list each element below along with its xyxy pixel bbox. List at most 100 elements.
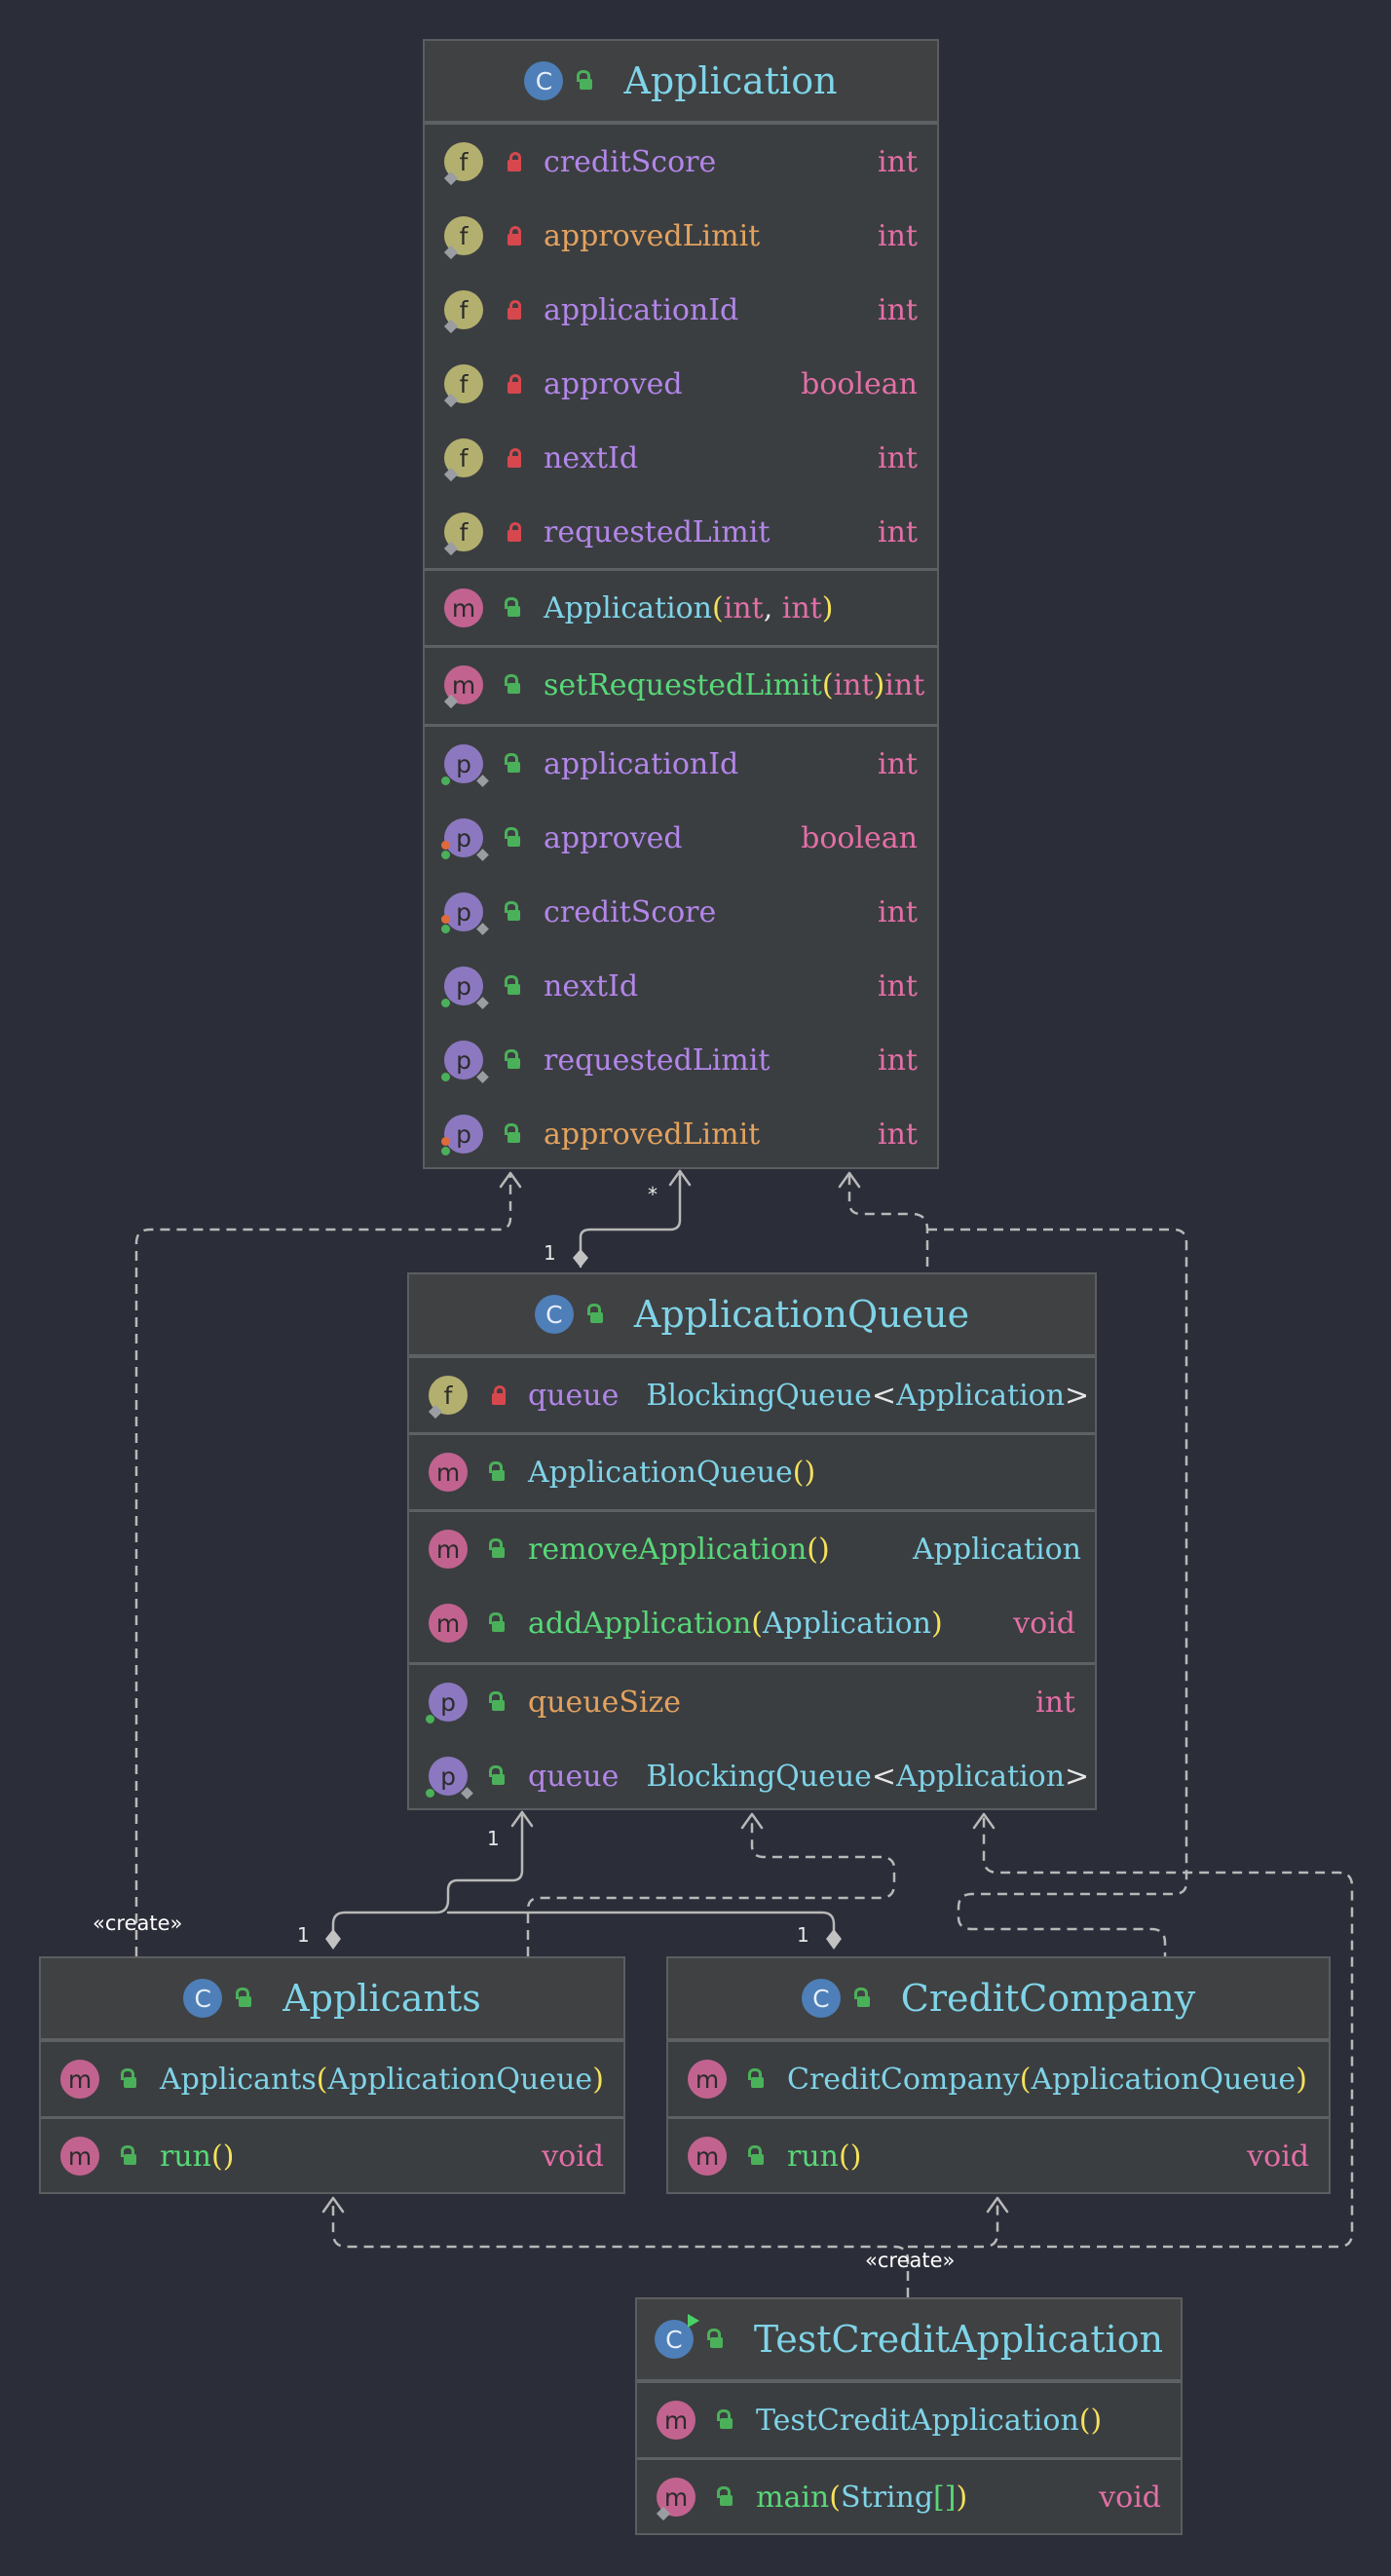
parens: (): [792, 1455, 816, 1490]
methods-section: m setRequestedLimit(int) int: [425, 648, 937, 727]
field-name: requestedLimit: [544, 514, 771, 549]
arrowhead-queue-composition: [510, 1810, 534, 1828]
generic-open: <: [871, 1759, 897, 1794]
return-type: Application: [913, 1532, 1081, 1567]
diamond-credit-composition: [826, 1929, 842, 1950]
arrowhead-test-applicants: [321, 2196, 345, 2214]
class-name: Applicants: [282, 1977, 481, 2020]
field-row[interactable]: f queue BlockingQueue<Application>: [409, 1358, 1095, 1432]
multiplicity-one: 1: [487, 1827, 500, 1850]
close-paren: ): [930, 1606, 943, 1641]
methods-section: m main(String[]) void: [637, 2460, 1181, 2534]
method-signature: main(String[]): [756, 2481, 1099, 2515]
constructor-signature: Application(int, int): [544, 591, 937, 625]
property-type: int: [878, 894, 918, 929]
method-row[interactable]: m main(String[]) void: [637, 2460, 1181, 2534]
constructor-row[interactable]: m Applicants(ApplicationQueue): [41, 2042, 623, 2116]
arrowhead-applicants-create-application: [499, 1171, 522, 1189]
arrowhead-applicants-uses-queue: [740, 1812, 764, 1830]
public-icon: [489, 1538, 508, 1560]
method-row[interactable]: m run() void: [41, 2119, 623, 2193]
constructor-row[interactable]: m Application(int, int): [425, 571, 937, 645]
property-row[interactable]: p queue BlockingQueue<Application>: [409, 1739, 1095, 1813]
private-icon: [489, 1384, 508, 1406]
constructor-signature: Applicants(ApplicationQueue): [160, 2063, 623, 2097]
class-application-queue[interactable]: C ApplicationQueue f queue BlockingQueue…: [407, 1272, 1097, 1810]
multiplicity-star: *: [648, 1183, 658, 1206]
property-row[interactable]: p nextId int: [425, 949, 937, 1023]
type-arg: Application: [896, 1759, 1066, 1794]
method-signature: setRequestedLimit(int): [544, 668, 884, 702]
public-icon: [505, 975, 524, 997]
public-icon: [505, 827, 524, 849]
property-name: requestedLimit: [544, 1042, 771, 1078]
class-header: C ApplicationQueue: [409, 1274, 1095, 1358]
method-icon: m: [688, 2060, 727, 2099]
property-row[interactable]: p applicationId int: [425, 727, 937, 801]
properties-section: p applicationId int p approved boolean p…: [425, 727, 937, 1171]
property-row[interactable]: p approvedLimit int: [425, 1097, 937, 1171]
method-signature: run(): [160, 2140, 542, 2174]
parens: (): [210, 2139, 235, 2174]
multiplicity-one: 1: [544, 1241, 556, 1265]
property-type: int: [878, 968, 918, 1004]
public-icon: [717, 2409, 736, 2431]
class-credit-company[interactable]: C CreditCompany m CreditCompany(Applicat…: [666, 1956, 1331, 2194]
param-type: Application: [763, 1606, 931, 1641]
property-row[interactable]: p requestedLimit int: [425, 1023, 937, 1097]
method-icon: m: [657, 2478, 696, 2517]
arrowhead-test-credit: [986, 2196, 1009, 2214]
class-name: Application: [623, 59, 838, 102]
method-icon: m: [60, 2060, 99, 2099]
arrowhead-test-queue: [972, 1812, 996, 1830]
method-icon: m: [688, 2137, 727, 2176]
constructor-row[interactable]: m CreditCompany(ApplicationQueue): [668, 2042, 1329, 2116]
method-name: run: [160, 2139, 211, 2174]
constructor-row[interactable]: m ApplicationQueue(): [409, 1435, 1095, 1509]
method-row[interactable]: m removeApplication() Application: [409, 1512, 1095, 1586]
public-icon: [505, 597, 524, 619]
public-icon: [577, 70, 596, 92]
property-name: approved: [544, 820, 683, 855]
class-header: C Applicants: [41, 1958, 623, 2042]
type-name: BlockingQueue: [646, 1759, 872, 1794]
constructor-row[interactable]: m TestCreditApplication(): [637, 2383, 1181, 2457]
method-name: removeApplication: [528, 1532, 808, 1567]
parens: (): [1078, 2403, 1103, 2438]
property-type: BlockingQueue<Application>: [646, 1760, 1089, 1794]
method-row[interactable]: m setRequestedLimit(int) int: [425, 648, 937, 722]
property-icon: p: [426, 1757, 473, 1799]
field-row[interactable]: f approved boolean: [425, 347, 937, 421]
return-type: void: [1099, 2480, 1161, 2515]
method-signature: run(): [787, 2140, 1247, 2174]
method-row[interactable]: m addApplication(Application) void: [409, 1586, 1095, 1660]
open-paren: (: [1019, 2062, 1032, 2097]
public-icon: [489, 1612, 508, 1634]
property-name: applicationId: [544, 746, 739, 781]
class-applicants[interactable]: C Applicants m Applicants(ApplicationQue…: [39, 1956, 625, 2194]
edge-credit-to-queue: [446, 1911, 836, 1941]
open-paren: (: [316, 2062, 328, 2097]
field-row[interactable]: f creditScore int: [425, 125, 937, 199]
method-row[interactable]: m run() void: [668, 2119, 1329, 2193]
edge-test-create: [331, 2198, 910, 2297]
arrowhead-application-composition: [668, 1169, 692, 1187]
field-row[interactable]: f approvedLimit int: [425, 199, 937, 273]
property-row[interactable]: p approved boolean: [425, 801, 937, 875]
field-row[interactable]: f nextId int: [425, 421, 937, 495]
edge-test-create-credit: [908, 2198, 999, 2249]
methods-section: m run() void: [41, 2119, 623, 2193]
property-icon: p: [441, 1115, 483, 1155]
public-icon: [121, 2068, 140, 2090]
class-icon: C: [524, 61, 564, 100]
property-row[interactable]: p queueSize int: [409, 1665, 1095, 1739]
property-icon: p: [441, 892, 489, 935]
array-brackets: []: [933, 2480, 957, 2515]
field-row[interactable]: f applicationId int: [425, 273, 937, 347]
property-name: queue: [528, 1759, 620, 1794]
class-application[interactable]: C Application f creditScore int f approv…: [423, 39, 939, 1169]
property-row[interactable]: p creditScore int: [425, 875, 937, 949]
field-row[interactable]: f requestedLimit int: [425, 495, 937, 569]
class-test-credit-application[interactable]: C TestCreditApplication m TestCreditAppl…: [635, 2297, 1183, 2535]
